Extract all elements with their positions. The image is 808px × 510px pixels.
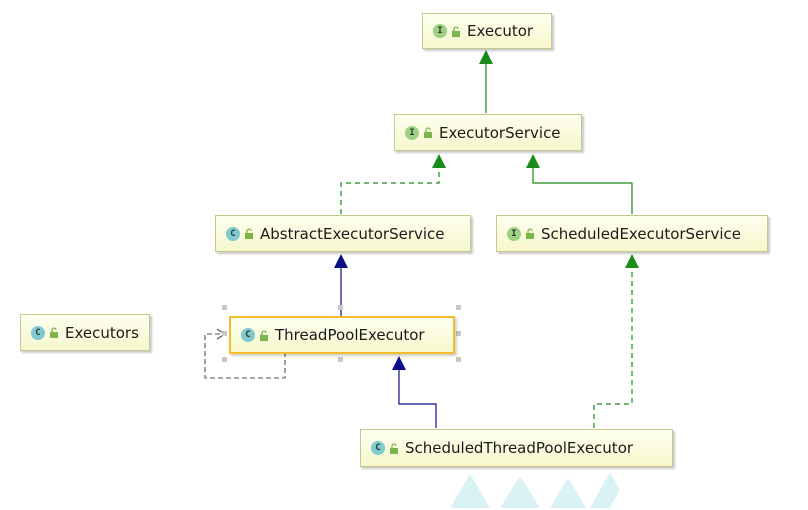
edge-scheduledthreadpoolexecutor-scheduledexecutorservice [593,254,639,428]
node-scheduledthreadpoolexecutor[interactable]: C ScheduledThreadPoolExecutor [360,429,673,467]
watermark-graphic [450,472,620,508]
node-scheduledexecutorservice[interactable]: I ScheduledExecutorService [496,215,768,252]
lock-icon [526,228,534,239]
node-abstractexecutorservice[interactable]: C AbstractExecutorService [215,215,471,252]
selection-handle[interactable] [222,305,227,310]
selection-handle[interactable] [222,357,227,362]
selection-handle[interactable] [456,305,461,310]
class-icon: C [31,325,45,340]
lock-icon [245,228,253,239]
node-executor[interactable]: I Executor [422,13,552,49]
selection-handle[interactable] [456,331,461,336]
node-executorservice[interactable]: I ExecutorService [394,114,582,151]
class-icon: C [371,441,385,455]
class-icon: C [241,328,255,342]
node-label: ScheduledThreadPoolExecutor [405,439,634,457]
lock-icon [452,25,460,37]
selection-handle[interactable] [338,357,343,362]
class-icon: C [226,226,240,241]
edge-scheduledthreadpoolexecutor-threadpoolexecutor [392,356,437,428]
lock-icon [260,329,268,341]
node-label: ScheduledExecutorService [541,224,741,243]
interface-icon: I [433,24,447,38]
selection-handle[interactable] [222,331,227,336]
interface-icon: I [507,226,521,241]
lock-icon [50,327,58,338]
lock-icon [424,127,432,138]
node-executors[interactable]: C Executors [20,314,150,351]
edge-abstractexecutorservice-executorservice [340,154,446,214]
node-threadpoolexecutor[interactable]: C ThreadPoolExecutor [229,316,455,354]
node-label: AbstractExecutorService [260,224,445,243]
edge-executorservice-executor [479,50,493,113]
node-label: Executors [65,323,139,342]
lock-icon [390,442,398,454]
node-label: ThreadPoolExecutor [275,326,425,344]
selection-handle[interactable] [338,305,343,310]
selection-handle[interactable] [456,357,461,362]
interface-icon: I [405,125,419,140]
edge-scheduledexecutorservice-executorservice [526,154,633,214]
node-label: Executor [467,22,534,40]
node-label: ExecutorService [439,123,561,142]
